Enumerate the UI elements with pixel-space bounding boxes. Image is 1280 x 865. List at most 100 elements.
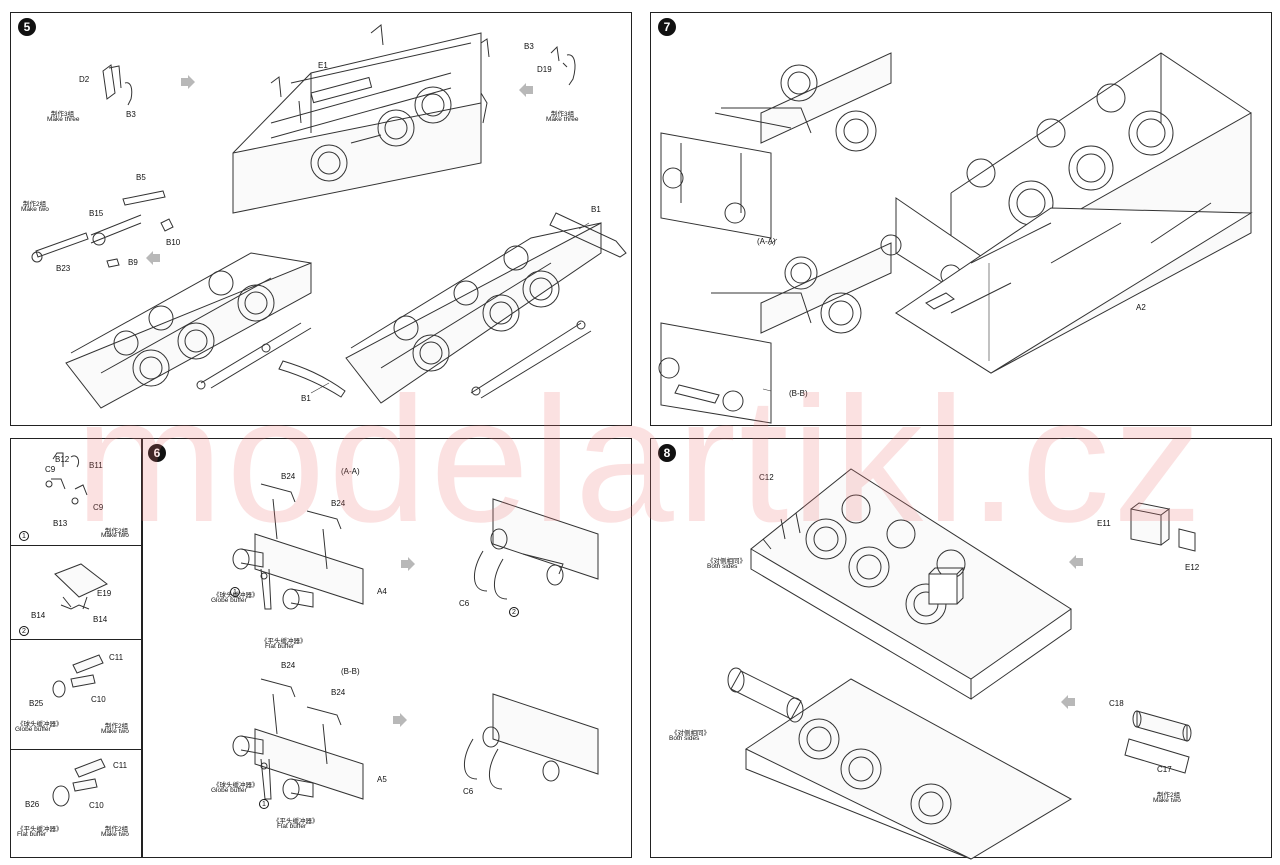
label-c18: C18 <box>1109 699 1124 708</box>
caption-flat-buffer-cn: 《平头缓冲器》 <box>17 826 63 833</box>
step-5-panel: 5 <box>10 12 632 426</box>
caption-globe-bot-cn: 《球头缓冲器》 <box>213 782 259 789</box>
step-number: 7 <box>658 18 676 36</box>
substeps-line-art <box>11 439 143 859</box>
substep-1-circle: 1 <box>19 531 29 541</box>
circle-2-top: 2 <box>509 607 519 617</box>
step-number: 6 <box>148 444 166 462</box>
note-both-sides-top-en: Both sides <box>707 563 738 570</box>
label-b24-top1: B24 <box>281 472 296 481</box>
note-s3-make-two-cn: 制作2组 <box>105 723 129 730</box>
caption-flat-top-cn: 《平头缓冲器》 <box>261 638 307 645</box>
step-number: 8 <box>658 444 676 462</box>
label-b13: B13 <box>53 519 68 528</box>
step-6-panel: 6 B24 (A-A) B24 A4 C6 1 2 《球头缓冲器》 Globe … <box>142 438 632 858</box>
label-b3-left: B3 <box>126 110 136 119</box>
label-a5: A5 <box>377 775 387 784</box>
label-view-b: (B-B) <box>341 667 360 676</box>
note-make-two-cn: 制作2组 <box>1157 792 1181 799</box>
label-b24-top2: B24 <box>331 499 346 508</box>
arrow-left-icon <box>519 83 533 97</box>
caption-flat-buffer-en: Flat buffer <box>17 831 47 838</box>
step-8-line-art <box>651 439 1273 859</box>
label-e11: E11 <box>1097 519 1111 528</box>
label-b5: B5 <box>136 173 146 182</box>
label-a4: A4 <box>377 587 387 596</box>
label-a2: A2 <box>1136 303 1146 312</box>
note-make-three-left-en: Make three <box>47 116 80 123</box>
circle-1-bot: 1 <box>259 799 269 809</box>
label-e19: E19 <box>97 589 112 598</box>
label-b1-top: B1 <box>591 205 601 214</box>
arrow-right-icon <box>393 713 407 727</box>
label-b12: B12 <box>55 455 70 464</box>
label-view-a: (A-A) <box>757 237 776 246</box>
caption-flat-bot-en: Flat buffer <box>277 823 307 830</box>
label-b23: B23 <box>56 264 71 273</box>
label-c10-s3: C10 <box>91 695 106 704</box>
note-both-sides-bot-en: Both sides <box>669 735 700 742</box>
substep-2-circle: 2 <box>19 626 29 636</box>
label-c11-s3: C11 <box>109 653 124 662</box>
label-e1: E1 <box>318 61 328 70</box>
step-7-panel: 7 (A-A) (B-B) A2 <box>650 12 1272 426</box>
label-d2: D2 <box>79 75 90 84</box>
label-b26: B26 <box>25 800 40 809</box>
caption-globe-bot-en: Globe buffer <box>211 787 247 794</box>
arrow-right-icon <box>401 557 415 571</box>
caption-flat-top-en: Flat buffer <box>265 643 295 650</box>
step-6-line-art <box>143 439 633 859</box>
note-make-two-en: Make two <box>1153 797 1181 804</box>
arrow-left-icon <box>1069 555 1083 569</box>
caption-globe-top-cn: 《球头缓冲器》 <box>213 592 259 599</box>
note-make-three-left-cn: 制作3组 <box>51 111 75 118</box>
label-b9: B9 <box>128 258 138 267</box>
arrow-left-icon <box>1061 695 1075 709</box>
label-b10: B10 <box>166 238 181 247</box>
label-d19: D19 <box>537 65 552 74</box>
circle-1-top: 1 <box>230 587 240 597</box>
arrow-left-icon <box>146 251 160 265</box>
label-c17: C17 <box>1157 765 1172 774</box>
step-7-line-art <box>651 13 1273 427</box>
label-b25: B25 <box>29 699 44 708</box>
caption-globe-buffer-en: Globe buffer <box>15 726 51 733</box>
note-make-two-en: Make two <box>21 206 49 213</box>
label-b14-right: B14 <box>93 615 108 624</box>
arrow-right-icon <box>181 75 195 89</box>
note-both-sides-bot-cn: 《对侧相同》 <box>671 730 710 737</box>
caption-flat-bot-cn: 《平头缓冲器》 <box>273 818 319 825</box>
caption-globe-buffer-cn: 《球头缓冲器》 <box>17 721 63 728</box>
label-b15: B15 <box>89 209 104 218</box>
label-e12: E12 <box>1185 563 1200 572</box>
label-c6-top: C6 <box>459 599 470 608</box>
note-s3-make-two-en: Make two <box>101 728 129 735</box>
step-number: 5 <box>18 18 36 36</box>
label-c12: C12 <box>759 473 774 482</box>
label-view-a: (A-A) <box>341 467 360 476</box>
note-make-three-right-cn: 制作3组 <box>551 111 575 118</box>
label-view-b: (B-B) <box>789 389 808 398</box>
note-both-sides-top-cn: 《对侧相同》 <box>707 558 746 565</box>
note-s1-make-two-en: Make two <box>101 532 129 539</box>
label-b3-right: B3 <box>524 42 534 51</box>
label-c9-right: C9 <box>93 503 104 512</box>
label-b24-bot1: B24 <box>281 661 296 670</box>
note-make-two-cn: 制作2组 <box>23 201 47 208</box>
note-s4-make-two-en: Make two <box>101 831 129 838</box>
note-make-three-right-en: Make three <box>546 116 579 123</box>
label-c11-s4: C11 <box>113 761 128 770</box>
caption-globe-top-en: Globe buffer <box>211 597 247 604</box>
label-c6-bot: C6 <box>463 787 474 796</box>
label-b14-left: B14 <box>31 611 46 620</box>
label-b24-bot2: B24 <box>331 688 346 697</box>
step-8-panel: 8 C12 《对侧相同》 Both sides E11 E12 《对侧相同》 B… <box>650 438 1272 858</box>
label-c9-top: C9 <box>45 465 56 474</box>
note-s4-make-two-cn: 制作2组 <box>105 826 129 833</box>
note-s1-make-two-cn: 制作2组 <box>105 528 129 535</box>
step-5-line-art <box>11 13 633 427</box>
label-b1-bottom: B1 <box>301 394 311 403</box>
label-c10-s4: C10 <box>89 801 104 810</box>
substeps-panel: B12 B11 C9 C9 B13 1 制作2组 Make two E19 B1… <box>10 438 142 858</box>
label-b11: B11 <box>89 461 103 470</box>
